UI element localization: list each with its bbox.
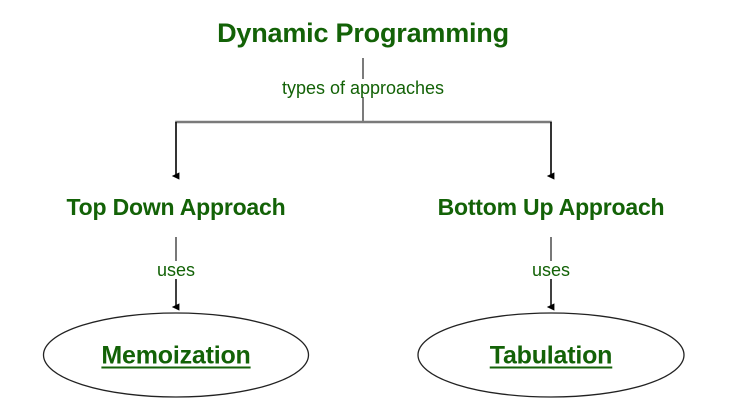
edge-label-types-of-approaches: types of approaches xyxy=(275,79,451,97)
edge-label-uses-right: uses xyxy=(524,261,578,279)
terminal-ellipse-memoization[interactable] xyxy=(42,312,310,398)
terminal-label-memoization[interactable]: Memoization xyxy=(101,341,251,370)
terminal-ellipse-tabulation[interactable] xyxy=(417,312,685,398)
edge-label-uses-left: uses xyxy=(149,261,203,279)
branch-title-top-down: Top Down Approach xyxy=(66,194,286,220)
terminal-label-tabulation[interactable]: Tabulation xyxy=(489,341,613,370)
branch-title-bottom-up: Bottom Up Approach xyxy=(437,194,665,220)
page-title: Dynamic Programming xyxy=(217,18,509,48)
